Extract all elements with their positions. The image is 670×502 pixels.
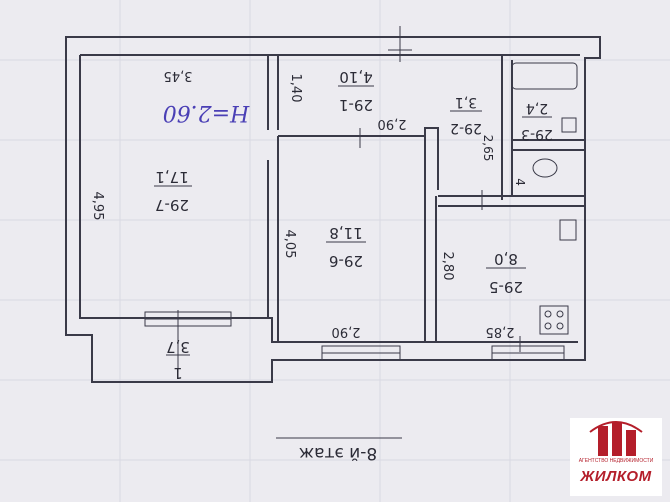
logo-tagline: АГЕНТСТВО НЕДВИЖИМОСТИ bbox=[578, 458, 654, 464]
room-29-5-code: 29-5 bbox=[489, 278, 523, 296]
room-labels: 3,45 17,1 29-7 4,95 1,40 4,10 29-1 2,90 … bbox=[90, 68, 553, 382]
balcony-code: 1 bbox=[173, 364, 183, 382]
logo-building-icon bbox=[589, 421, 643, 456]
toilet bbox=[532, 158, 558, 178]
room-29-5-height: 2,80 bbox=[440, 252, 455, 281]
logo-name: ЖИЛКОМ bbox=[580, 468, 652, 485]
room-29-2-height: 2,65 bbox=[481, 135, 495, 162]
kitchen-sink bbox=[559, 219, 577, 241]
door-marks bbox=[177, 26, 521, 372]
stove bbox=[539, 305, 569, 335]
floor-label: 8-й этаж bbox=[299, 443, 377, 463]
room-29-6-width-top: 2,90 bbox=[378, 116, 407, 131]
room-29-5-area: 8,0 bbox=[494, 250, 518, 268]
bathtub bbox=[511, 62, 578, 90]
room-29-2-code: 29-2 bbox=[450, 120, 482, 136]
room-29-6-code: 29-6 bbox=[329, 252, 363, 270]
room-29-7-height: 4,95 bbox=[90, 192, 105, 221]
room-29-3-small: 4 bbox=[513, 178, 527, 186]
balcony-area: 3,7 bbox=[166, 338, 190, 356]
room-29-1-area: 4,10 bbox=[339, 68, 372, 86]
room-29-1-code: 29-1 bbox=[339, 96, 373, 114]
room-29-3-code: 29-3 bbox=[521, 126, 553, 142]
room-29-7-code: 29-7 bbox=[155, 196, 189, 214]
fixtures bbox=[511, 62, 578, 335]
sink bbox=[561, 117, 577, 133]
room-29-7-area: 17,1 bbox=[155, 168, 188, 186]
windows bbox=[144, 311, 565, 361]
room-29-6-area: 11,8 bbox=[329, 224, 362, 242]
room-29-5-width: 2,85 bbox=[486, 324, 515, 339]
room-29-6-width-bottom: 2,90 bbox=[332, 324, 361, 339]
room-29-2-area: 3,1 bbox=[455, 94, 477, 110]
ceiling-height-note: H=2.60 bbox=[163, 100, 251, 125]
room-29-1-width: 1,40 bbox=[288, 74, 303, 103]
room-29-6-height: 4,05 bbox=[282, 230, 297, 259]
agency-logo: АГЕНТСТВО НЕДВИЖИМОСТИ ЖИЛКОМ bbox=[570, 418, 662, 496]
walls bbox=[65, 36, 601, 383]
room-29-7-width: 3,45 bbox=[164, 68, 193, 83]
room-29-3-area: 2,4 bbox=[526, 100, 548, 116]
